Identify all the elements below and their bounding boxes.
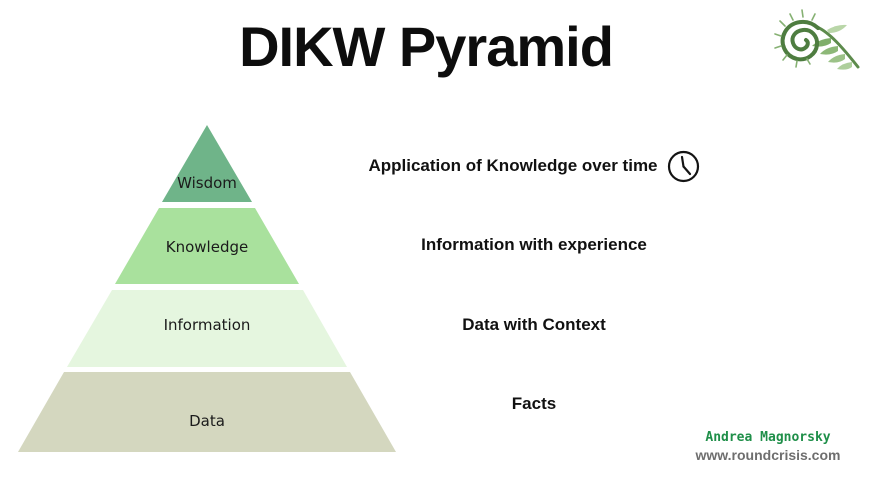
pyramid-layer-information — [67, 290, 347, 367]
annotation-knowledge-text: Information with experience — [421, 235, 647, 254]
author-name: Andrea Magnorsky — [705, 429, 831, 445]
pyramid-layer-wisdom — [162, 125, 252, 202]
clock-icon — [667, 150, 699, 182]
annotation-information-text: Data with Context — [462, 315, 606, 334]
page-title: DIKW Pyramid — [239, 15, 614, 78]
pyramid-layer-knowledge — [115, 208, 299, 284]
pyramid-label-data: Data — [189, 412, 225, 430]
pyramid-label-wisdom: Wisdom — [177, 174, 237, 192]
dikw-pyramid: Wisdom Knowledge Information Data — [18, 125, 396, 452]
fern-fiddlehead-icon — [771, 4, 863, 74]
footer-credits: Andrea Magnorsky www.roundcrisis.com — [679, 429, 857, 465]
annotation-wisdom: Application of Knowledge over time — [338, 148, 730, 184]
pyramid-label-information: Information — [164, 316, 251, 334]
annotation-wisdom-text: Application of Knowledge over time — [368, 156, 658, 175]
website-url: www.roundcrisis.com — [695, 447, 841, 464]
pyramid-label-knowledge: Knowledge — [166, 238, 248, 256]
annotation-data: Facts — [338, 386, 730, 422]
pyramid-layer-data — [18, 372, 396, 452]
annotation-data-text: Facts — [511, 394, 557, 413]
fern-fiddlehead-svg — [774, 9, 860, 70]
annotation-knowledge: Information with experience — [338, 227, 730, 263]
annotation-information: Data with Context — [338, 307, 730, 343]
